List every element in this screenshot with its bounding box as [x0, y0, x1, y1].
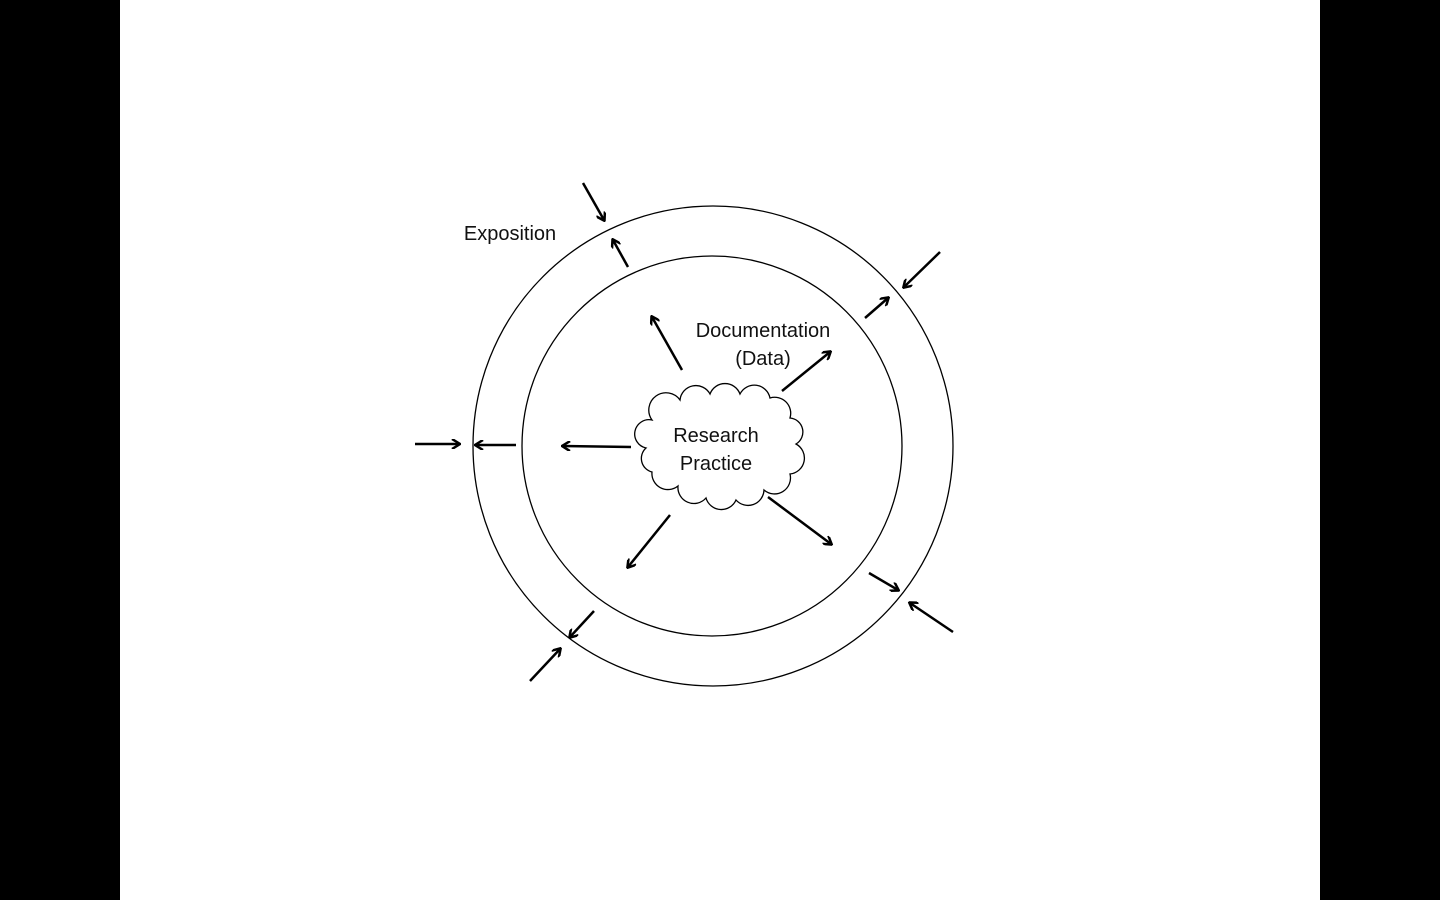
research-practice-cloud [634, 382, 805, 511]
arrow [868, 571, 898, 590]
data-label: (Data) [735, 348, 791, 370]
arrow [781, 352, 830, 392]
arrow [767, 495, 831, 544]
arrow [904, 251, 941, 287]
arrow [563, 446, 632, 447]
exposition-label: Exposition [464, 223, 556, 245]
exposition-circle [472, 205, 954, 687]
arrows [415, 182, 954, 682]
arrow [570, 610, 595, 637]
arrow [581, 182, 604, 220]
practice-label: Practice [680, 453, 752, 475]
arrow [864, 298, 888, 319]
documentation-circle [521, 255, 903, 637]
documentation-label: Documentation [696, 320, 831, 342]
arrow [613, 240, 630, 268]
research-label: Research [673, 425, 759, 447]
arrow [910, 603, 954, 634]
arrow [529, 649, 560, 682]
arrow [628, 514, 671, 567]
arrow [652, 317, 684, 371]
